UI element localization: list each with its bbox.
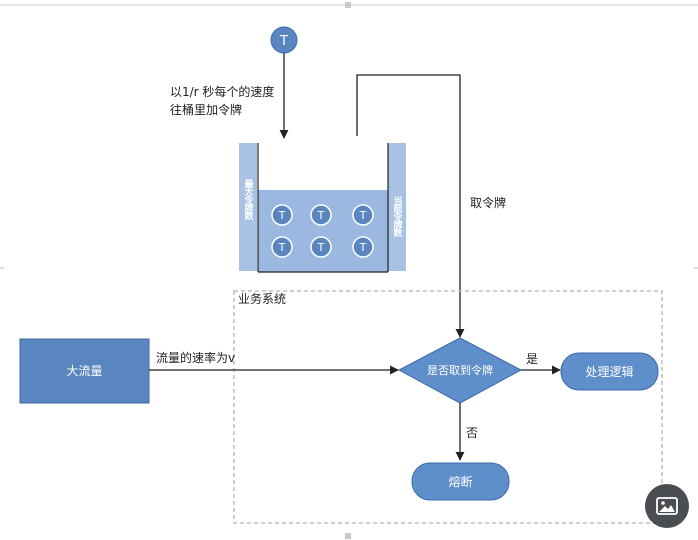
- bucket-left-label: 最大令牌数: [242, 179, 253, 219]
- image-icon: [656, 497, 678, 515]
- traffic-box: [19, 338, 150, 404]
- add-rate-line2: 往桶里加令牌: [170, 102, 242, 117]
- business-system-boundary: [233, 290, 663, 524]
- svg-text:T: T: [359, 241, 367, 254]
- take-token-arrow: [356, 74, 465, 338]
- token-source: T: [270, 26, 298, 54]
- bucket-left-wall: [239, 143, 257, 271]
- fuse-label: 熔断: [448, 474, 472, 489]
- decision-label: 是否取到令牌: [427, 363, 493, 377]
- svg-text:T: T: [278, 209, 286, 222]
- svg-text:T: T: [359, 209, 367, 222]
- bucket-token: T: [271, 204, 293, 226]
- traffic-box-label: 大流量: [66, 364, 102, 378]
- add-rate-line1: 以1/r 秒每个的速度: [170, 84, 274, 99]
- token-bucket: T T T T T T: [239, 143, 406, 273]
- process-node: [560, 352, 659, 391]
- traffic-rate-label: 流量的速率为v: [156, 350, 235, 365]
- bucket-token: T: [352, 236, 374, 258]
- process-label: 处理逻辑: [585, 365, 633, 379]
- bucket-token: T: [352, 204, 374, 226]
- take-token-label: 取令牌: [470, 195, 506, 210]
- bucket-right-wall: [388, 143, 406, 271]
- bucket-token: T: [271, 236, 293, 258]
- frame-handle-top: [345, 2, 351, 8]
- image-view-button[interactable]: [645, 484, 689, 528]
- svg-text:T: T: [317, 209, 325, 222]
- bucket-right-label: 当前令牌数: [391, 196, 402, 236]
- bucket-fill: [258, 190, 388, 272]
- no-label: 否: [466, 426, 478, 440]
- fuse-node: [411, 462, 510, 501]
- svg-text:T: T: [278, 241, 286, 254]
- business-system-label: 业务系统: [238, 291, 286, 306]
- bucket-token: T: [310, 204, 332, 226]
- token-source-label: T: [279, 34, 288, 49]
- frame-handle-bottom: [345, 533, 351, 539]
- bucket-token: T: [310, 236, 332, 258]
- yes-label: 是: [526, 352, 538, 366]
- svg-text:T: T: [317, 241, 325, 254]
